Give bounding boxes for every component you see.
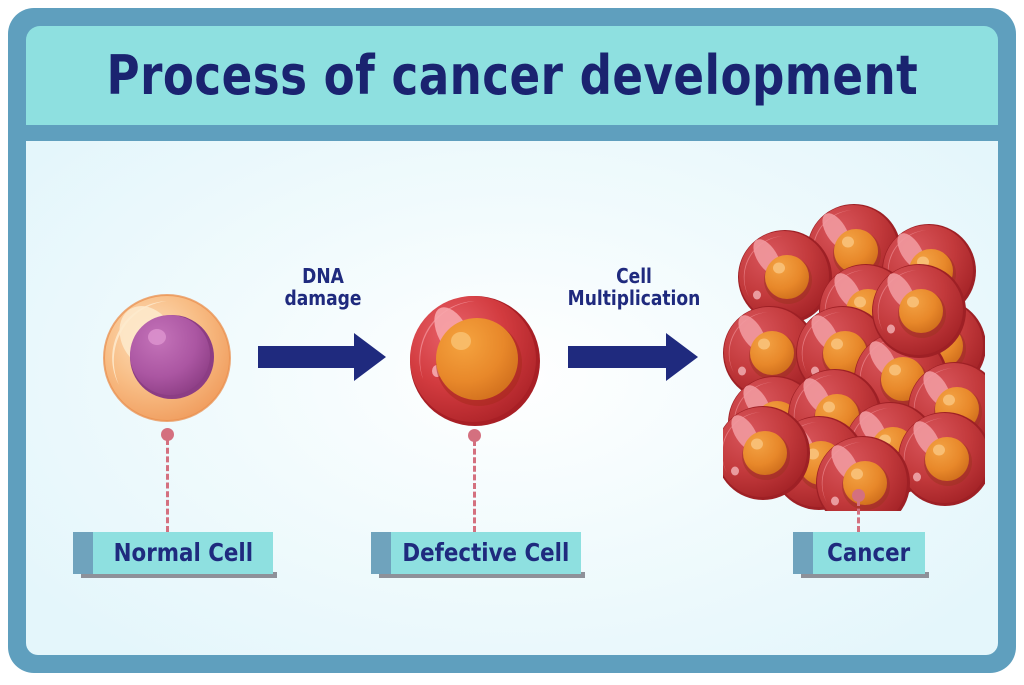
connector-dot (161, 428, 174, 441)
stage-label-text: Normal Cell (113, 537, 253, 567)
connector-dot (852, 489, 865, 502)
label-tab (793, 532, 813, 574)
label-plate: Defective Cell (391, 532, 581, 574)
label-tab (371, 532, 391, 574)
stage-label-text: Defective Cell (402, 537, 570, 567)
label-tab (73, 532, 93, 574)
cancer-cell-cluster-graphic (723, 204, 985, 511)
connector-normal-cell (161, 428, 174, 532)
label-shadow (379, 572, 585, 578)
label-shadow (81, 572, 277, 578)
normal-cell-graphic (103, 294, 231, 422)
transition-label-dna-damage: DNA damage (284, 264, 362, 310)
connector-dot (468, 429, 481, 442)
label-plate: Normal Cell (93, 532, 273, 574)
header-band: Process of cancer development (26, 26, 998, 125)
arrow-dna-damage (258, 333, 386, 381)
stage-label-cancer[interactable]: Cancer (793, 532, 929, 578)
defective-cell-graphic (410, 296, 540, 426)
connector-line (473, 440, 476, 532)
stage-label-text: Cancer (827, 537, 911, 567)
diagram-panel: DNA damage (26, 141, 998, 655)
transition-label-cell-multiplication: Cell Multiplication (567, 264, 701, 310)
connector-line (857, 500, 860, 532)
stage-label-normal-cell[interactable]: Normal Cell (73, 532, 277, 578)
connector-defective-cell (468, 429, 481, 532)
arrow-cell-multiplication (568, 333, 698, 381)
connector-cancer (852, 489, 865, 532)
label-plate: Cancer (813, 532, 925, 574)
connector-line (166, 439, 169, 532)
label-shadow (801, 572, 929, 578)
stage-label-defective-cell[interactable]: Defective Cell (371, 532, 585, 578)
page-title: Process of cancer development (106, 43, 918, 107)
poster-frame: Process of cancer development (8, 8, 1016, 673)
